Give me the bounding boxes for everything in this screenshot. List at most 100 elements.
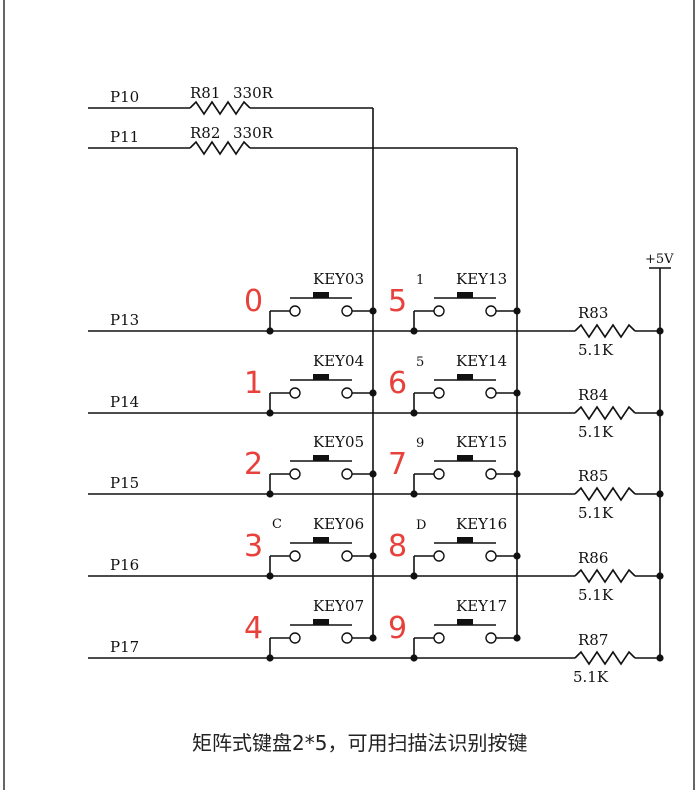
junction-dot (369, 470, 377, 478)
switch-plunger (313, 374, 329, 380)
pullup-resistor (574, 568, 636, 584)
key-alt-label: 5 (416, 355, 424, 370)
switch-contact (289, 305, 301, 317)
junction-dot (410, 409, 418, 417)
key-ref: KEY14 (456, 352, 507, 370)
junction-dot (656, 572, 664, 580)
switch-contact (433, 550, 445, 562)
switch-contact (289, 468, 301, 480)
key-ref: KEY05 (313, 433, 364, 451)
column-res-ref: R82 (190, 124, 220, 142)
junction-dot (656, 409, 664, 417)
switch-contact (433, 387, 445, 399)
row-res-value: 5.1K (578, 504, 614, 522)
key-alt-label: D (416, 518, 426, 533)
switch-contact (341, 468, 353, 480)
row-p17: P17 R87 5.1K KEY07 KEY17 4 9 (88, 597, 664, 686)
row-net-label: P17 (110, 638, 139, 656)
key-ref: KEY13 (456, 270, 507, 288)
switch-contact (433, 468, 445, 480)
key-ref: KEY06 (313, 515, 364, 533)
key-number-annotation: 0 (244, 284, 263, 319)
switch-contact (485, 387, 497, 399)
switch-contact (289, 387, 301, 399)
switch-plunger (457, 292, 473, 298)
switch-plunger (457, 374, 473, 380)
key-ref: KEY16 (456, 515, 507, 533)
key-ref: KEY03 (313, 270, 364, 288)
junction-dot (656, 327, 664, 335)
supply-rail: +5V (645, 252, 674, 658)
switch-plunger (457, 455, 473, 461)
switch-plunger (313, 455, 329, 461)
switch-contact (433, 305, 445, 317)
row-net-label: P16 (110, 556, 139, 574)
junction-dot (410, 654, 418, 662)
row-p15: P15 R85 5.1K KEY05 KEY15 9 2 7 (88, 433, 664, 522)
key-ref: KEY07 (313, 597, 364, 615)
row-net-label: P13 (110, 311, 139, 329)
junction-dot (266, 490, 274, 498)
column-res-ref: R81 (190, 84, 220, 102)
junction-dot (410, 327, 418, 335)
key-alt-label: 1 (416, 273, 424, 288)
row-res-ref: R87 (578, 631, 608, 649)
column-res-value: 330R (233, 84, 274, 102)
row-res-ref: R83 (578, 304, 608, 322)
key-ref: KEY15 (456, 433, 507, 451)
key-number-annotation: 8 (388, 529, 407, 564)
row-res-value: 5.1K (578, 423, 614, 441)
key-number-annotation: 5 (388, 284, 407, 319)
key-ref: KEY04 (313, 352, 364, 370)
row-res-ref: R84 (578, 386, 608, 404)
column-res-value: 330R (233, 124, 274, 142)
key-number-annotation: 4 (244, 611, 263, 646)
switch-contact (341, 387, 353, 399)
switch-contact (289, 632, 301, 644)
key-number-annotation: 7 (388, 447, 407, 482)
pullup-resistor (574, 650, 636, 666)
switch-plunger (457, 619, 473, 625)
switch-plunger (457, 537, 473, 543)
row-res-ref: R86 (578, 549, 608, 567)
switch-contact (341, 305, 353, 317)
switch-contact (485, 632, 497, 644)
junction-dot (513, 552, 521, 560)
switch-plunger (313, 292, 329, 298)
junction-dot (266, 572, 274, 580)
key-number-annotation: 9 (388, 611, 407, 646)
junction-dot (513, 634, 521, 642)
key-number-annotation: 6 (388, 366, 407, 401)
key-number-annotation: 2 (244, 447, 263, 482)
pullup-resistor (574, 405, 636, 421)
key-alt-label: C (272, 517, 282, 532)
key-alt-label: 9 (416, 436, 424, 451)
switch-contact (289, 550, 301, 562)
junction-dot (513, 470, 521, 478)
key-number-annotation: 3 (244, 529, 263, 564)
row-res-ref: R85 (578, 467, 608, 485)
supply-label: +5V (645, 252, 674, 267)
switch-contact (341, 550, 353, 562)
switch-contact (485, 305, 497, 317)
switch-contact (341, 632, 353, 644)
column-net-label: P10 (110, 88, 139, 106)
key-ref: KEY17 (456, 597, 507, 615)
switch-contact (485, 550, 497, 562)
row-res-value: 5.1K (573, 668, 609, 686)
row-res-value: 5.1K (578, 341, 614, 359)
junction-dot (513, 307, 521, 315)
caption: 矩阵式键盘2*5，可用扫描法识别按键 (192, 731, 527, 755)
junction-dot (656, 490, 664, 498)
junction-dot (369, 389, 377, 397)
row-net-label: P14 (110, 393, 139, 411)
switch-plunger (313, 537, 329, 543)
switch-plunger (313, 619, 329, 625)
junction-dot (656, 654, 664, 662)
junction-dot (266, 327, 274, 335)
row-net-label: P15 (110, 474, 139, 492)
